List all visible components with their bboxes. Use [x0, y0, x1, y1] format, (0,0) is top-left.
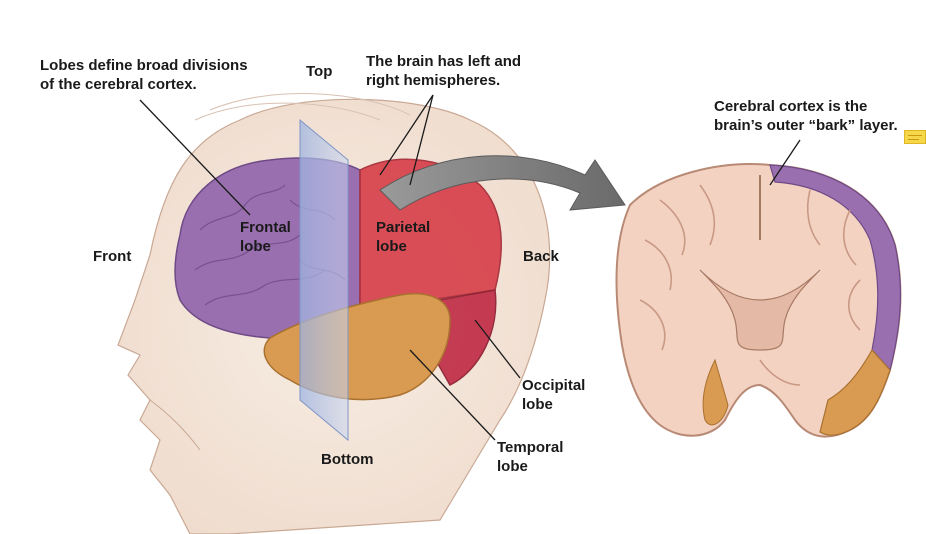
- frontal-lobe-label-line2: lobe: [240, 238, 271, 255]
- lobes-caption-line2: of the cerebral cortex.: [40, 76, 197, 93]
- sticky-note-icon[interactable]: [904, 130, 926, 144]
- front-label: Front: [93, 248, 132, 265]
- occipital-lobe-label-line2: lobe: [522, 396, 553, 413]
- brain-cross-section: [615, 163, 902, 438]
- pointer-lines: [139, 94, 801, 441]
- hemispheres-caption-line2: right hemispheres.: [366, 72, 501, 89]
- parietal-lobe-label-line2: lobe: [376, 238, 407, 255]
- back-label: Back: [523, 248, 559, 265]
- parietal-lobe-label-line1: Parietal: [376, 219, 431, 236]
- top-label: Top: [306, 63, 333, 80]
- temporal-lobe-label-line1: Temporal: [497, 439, 564, 456]
- hemispheres-caption-line1: The brain has left and: [366, 53, 522, 70]
- temporal-lobe-label-line2: lobe: [497, 458, 528, 475]
- bottom-label: Bottom: [321, 451, 374, 468]
- lobes-caption-line1: Lobes define broad divisions: [40, 57, 248, 74]
- occipital-lobe-label-line1: Occipital: [522, 377, 586, 394]
- coronal-plane: [299, 118, 349, 442]
- curved-arrow-icon: [379, 155, 626, 211]
- frontal-lobe-label-line1: Frontal: [240, 219, 291, 236]
- cortex-caption-line2: brain’s outer “bark” layer.: [714, 117, 898, 134]
- cortex-caption-line1: Cerebral cortex is the: [714, 98, 868, 115]
